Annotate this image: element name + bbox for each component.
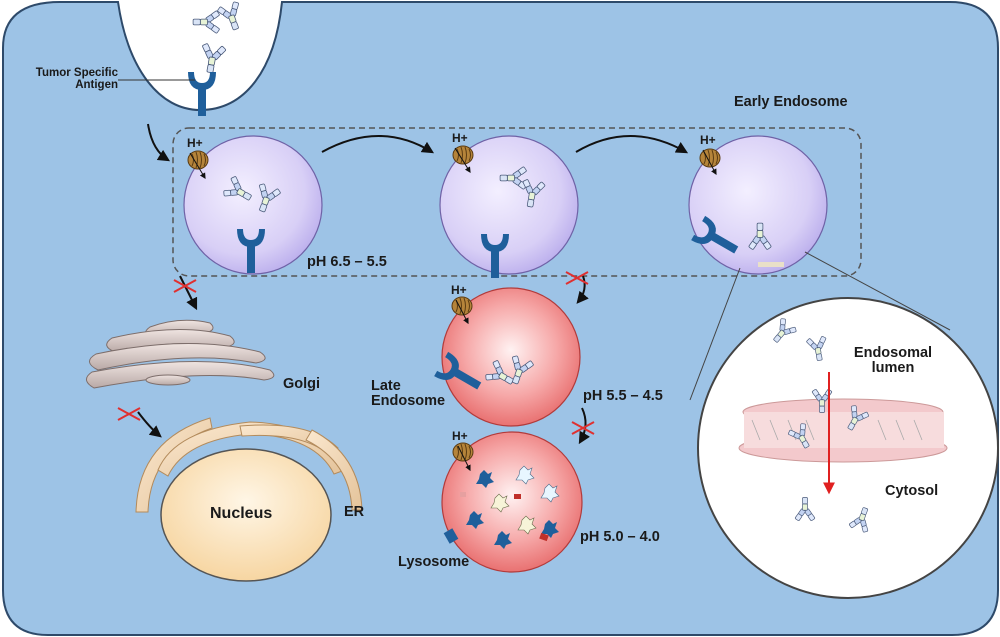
late-endosome	[434, 287, 581, 427]
blocked-mark-lysosome	[571, 421, 595, 435]
early-arrow-2	[575, 135, 689, 154]
golgi	[86, 319, 275, 389]
tumor-antigen-label-line1: Tumor Specific	[35, 67, 118, 79]
early-endosome-1	[183, 135, 323, 275]
late-to-lysosome-arrow	[578, 407, 591, 445]
proton-label-4: H+	[451, 283, 467, 297]
cytosol-label: Cytosol	[885, 483, 939, 499]
degraded-fragments	[460, 465, 560, 549]
ph-lysosome-label: pH 5.0 – 4.0	[580, 529, 660, 545]
ph-early-label: pH 6.5 – 5.5	[307, 254, 387, 270]
late-endosome-label-line1: Late	[371, 378, 401, 394]
early-arrow-1	[321, 135, 435, 154]
internalization-arrow	[147, 123, 171, 162]
golgi-to-er-arrow	[137, 411, 162, 438]
tumor-antigen-label-line2: Antigen	[75, 79, 118, 92]
endosomal-lumen-label-line2: lumen	[871, 360, 915, 377]
early-endosome-box	[172, 127, 862, 277]
late-endosome-label: Late Endosome	[371, 378, 446, 410]
early-to-late-arrow	[576, 275, 589, 304]
early-endosome-2	[439, 135, 579, 278]
blocked-mark-er	[117, 407, 141, 421]
early-endosome-3	[688, 135, 828, 275]
lysosome	[441, 431, 583, 573]
endosomal-lumen-label: Endosomal lumen	[838, 345, 948, 377]
nucleus-label: Nucleus	[210, 505, 273, 522]
membrane-zoom-circle	[697, 297, 999, 599]
blocked-mark-golgi	[173, 279, 197, 293]
lipid-bilayer	[738, 398, 948, 463]
proton-label-3: H+	[700, 133, 716, 147]
er-label: ER	[344, 504, 365, 520]
ph-late-label: pH 5.5 – 4.5	[583, 388, 663, 404]
lysosome-label: Lysosome	[398, 554, 470, 570]
late-endosome-label-line2: Endosome	[371, 393, 446, 410]
proton-label-1: H+	[187, 136, 203, 150]
proton-label-5: H+	[452, 429, 468, 443]
nucleus	[160, 448, 332, 582]
blocked-mark-late	[565, 271, 589, 285]
endosomal-lumen-label-line1: Endosomal	[853, 345, 933, 361]
golgi-label: Golgi	[283, 376, 321, 392]
early-endosome-label: Early Endosome	[734, 94, 848, 110]
proton-label-2: H+	[452, 131, 468, 145]
tumor-antigen-label: Tumor Specific Antigen	[6, 67, 118, 91]
early-to-golgi-arrow	[179, 275, 198, 311]
endoplasmic-reticulum	[135, 417, 363, 513]
